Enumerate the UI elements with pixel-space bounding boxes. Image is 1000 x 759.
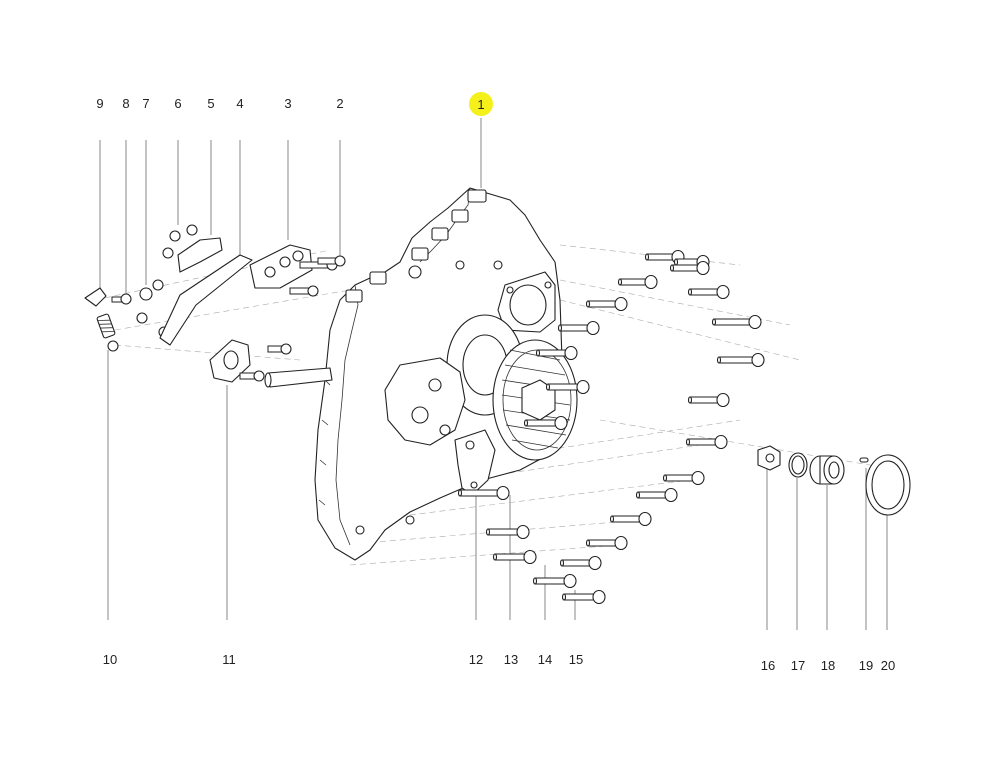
bolt-field: [457, 249, 765, 605]
hex-bolt: [585, 535, 628, 551]
callout-7: 7: [142, 96, 149, 111]
callout-19: 19: [859, 658, 873, 673]
hex-bolt: [609, 511, 652, 527]
callout-9: 9: [96, 96, 103, 111]
left-small-parts: [84, 224, 346, 383]
hex-bolt: [635, 487, 678, 503]
callout-16: 16: [761, 658, 775, 673]
hex-bolt: [687, 392, 730, 408]
hex-bolt: [545, 379, 590, 395]
hex-bolt: [535, 345, 578, 361]
spring-part: [96, 313, 116, 339]
callout-20: 20: [881, 658, 895, 673]
callout-15: 15: [569, 652, 583, 667]
hex-bolt: [711, 314, 762, 330]
callouts-top: 9 8 7 6 5 4 3 2: [96, 96, 343, 111]
hex-bolt: [561, 589, 606, 605]
hex-bolt: [559, 555, 602, 571]
hex-bolt: [662, 470, 705, 486]
hex-bolt: [617, 274, 658, 290]
hex-bolt: [585, 296, 628, 312]
hex-bolt: [457, 485, 510, 501]
right-small-parts: [757, 445, 911, 516]
callout-1: 1: [477, 97, 484, 112]
callout-highlight: [469, 92, 493, 116]
hex-bolt: [532, 573, 577, 589]
hex-bolt: [557, 320, 600, 336]
leader-lines-top: [99, 118, 482, 295]
callout-3: 3: [284, 96, 291, 111]
hex-bolt: [687, 284, 730, 300]
callouts-bottom: 10 11 12 13 14 15 16 17 18 19 20: [103, 652, 895, 673]
callout-5: 5: [207, 96, 214, 111]
gearbox-housing: [264, 187, 578, 561]
callout-8: 8: [122, 96, 129, 111]
callout-4: 4: [236, 96, 243, 111]
callout-6: 6: [174, 96, 181, 111]
callout-18: 18: [821, 658, 835, 673]
callout-12: 12: [469, 652, 483, 667]
hex-bolt: [492, 549, 537, 565]
callout-13: 13: [504, 652, 518, 667]
hex-bolt: [716, 352, 765, 368]
callout-10: 10: [103, 652, 117, 667]
callout-17: 17: [791, 658, 805, 673]
callout-11: 11: [222, 652, 236, 667]
callout-2: 2: [336, 96, 343, 111]
callout-14: 14: [538, 652, 552, 667]
hex-bolt: [685, 434, 728, 450]
callout-main: 1: [469, 92, 493, 116]
hex-bolt: [485, 524, 530, 540]
hex-bolt: [669, 260, 710, 276]
hex-bolt: [523, 415, 568, 431]
